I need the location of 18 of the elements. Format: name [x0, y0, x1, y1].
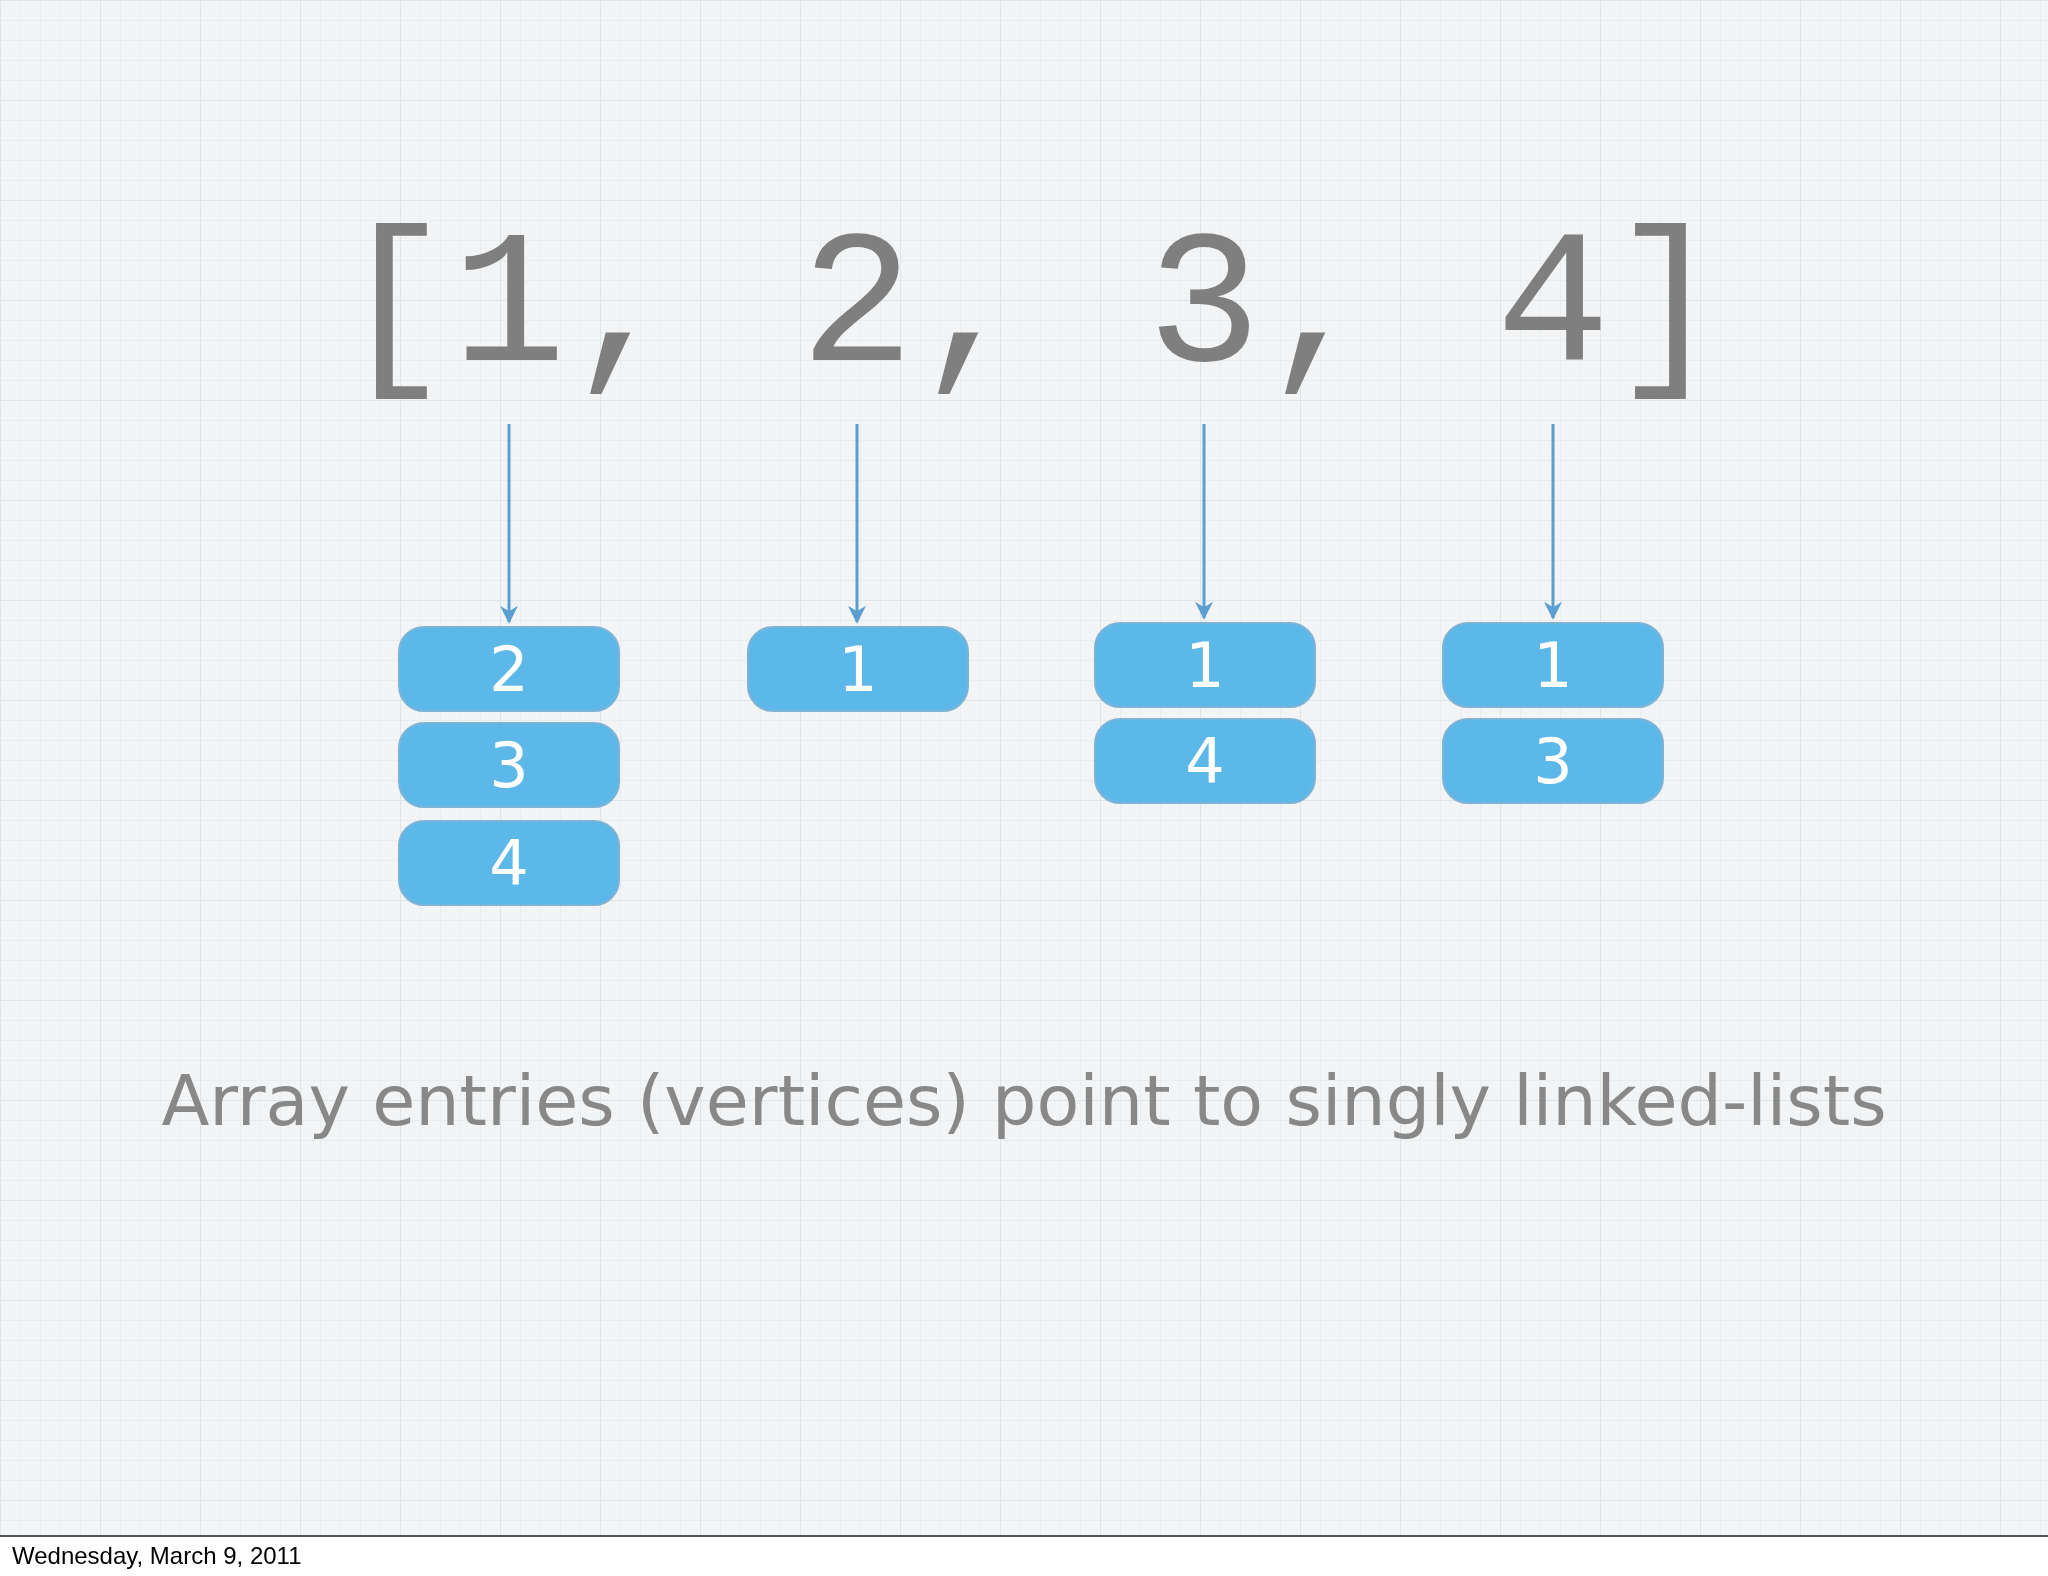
list-node-box: 3: [398, 722, 620, 808]
caption: Array entries (vertices) point to singly linked-lists: [160, 1060, 1888, 1142]
list-node-box: 4: [398, 820, 620, 906]
arrow: [1195, 424, 1213, 620]
list-node-box: 3: [1442, 718, 1664, 804]
array-entry: 3,: [1147, 200, 1376, 420]
list-node-box: 4: [1094, 718, 1316, 804]
arrow: [848, 424, 866, 624]
array-entry: 4]: [1496, 200, 1725, 420]
arrow: [1544, 424, 1562, 620]
list-node-box: 1: [1094, 622, 1316, 708]
list-node-box: 2: [398, 626, 620, 712]
date-footer: Wednesday, March 9, 2011: [12, 1542, 302, 1570]
array-entry: [1,: [338, 200, 681, 420]
list-node-box: 1: [1442, 622, 1664, 708]
array-entry: 2,: [800, 200, 1029, 420]
arrow: [500, 424, 519, 624]
list-node-box: 1: [747, 626, 969, 712]
